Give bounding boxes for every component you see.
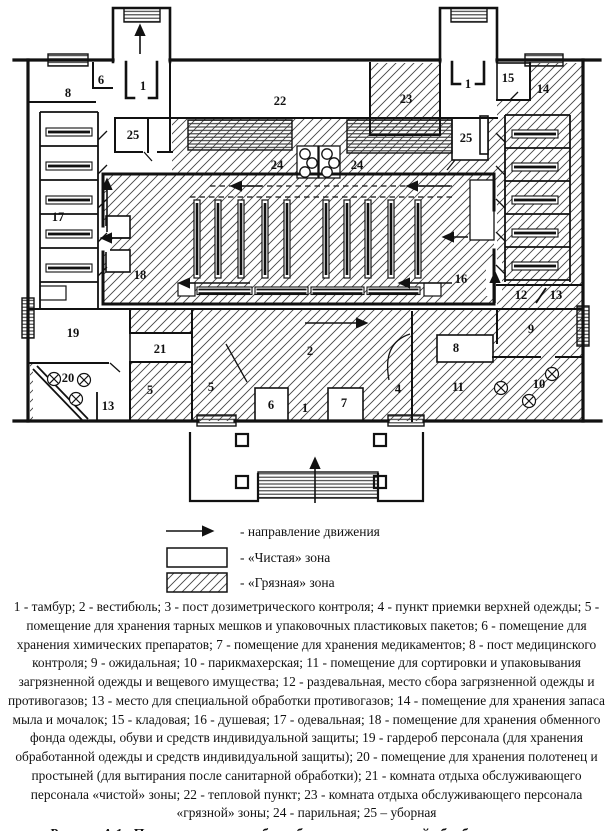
clean-zone-rooms — [30, 62, 531, 422]
room-label: 4 — [395, 382, 402, 396]
inner-walls — [27, 59, 584, 422]
legend-clean-label: - «Чистая» зона — [240, 550, 330, 565]
room-label: 5 — [208, 380, 214, 394]
floor-plan: 1 6 8 22 23 1 15 14 25 24 24 25 17 18 16… — [12, 6, 603, 593]
barber-room-fixtures — [493, 366, 560, 409]
room-label: 15 — [502, 71, 515, 85]
room-label: 24 — [351, 158, 364, 172]
room-label: 19 — [67, 326, 80, 340]
shower-partitions — [193, 199, 422, 279]
room-label: 8 — [453, 341, 459, 355]
room-label: 17 — [52, 210, 65, 224]
figure-caption-number: Рисунок А.1 — [49, 826, 122, 831]
room-label: 11 — [452, 380, 464, 394]
room-label: 16 — [455, 272, 468, 286]
shower-benches — [196, 286, 421, 296]
room-label: 1 — [302, 401, 308, 415]
door-leaf-marks — [97, 91, 519, 383]
clean-zone-swatch-icon — [166, 547, 228, 568]
room-label: 5 — [147, 383, 153, 397]
room-label: 20 — [62, 371, 75, 385]
legend-direction-label: - направление движения — [240, 524, 380, 539]
room-label: 2 — [307, 344, 313, 358]
legend-dirty-label: - «Грязная» зона — [240, 575, 335, 590]
corner-diagonal-wall — [32, 365, 98, 422]
room-label: 25 — [460, 131, 473, 145]
room-label: 1 — [140, 79, 146, 93]
legend: - направление движения - «Чистая» зона -… — [166, 524, 380, 593]
outer-walls — [12, 58, 603, 423]
room-label: 14 — [537, 82, 550, 96]
room-label: 8 — [65, 86, 71, 100]
fixture-marks — [46, 366, 560, 409]
figure-caption: Рисунок А.1 - Примерная схема работы бан… — [4, 826, 609, 831]
porch — [188, 432, 425, 503]
room-label: 6 — [268, 398, 274, 412]
room-list-text: 1 - тамбур; 2 - вестибюль; 3 - пост дози… — [8, 599, 605, 821]
room-label: 13 — [102, 399, 115, 413]
room-label: 9 — [528, 322, 534, 336]
towel-room-fixtures — [46, 371, 92, 407]
room-label: 23 — [400, 92, 413, 106]
room-label: 13 — [550, 288, 563, 302]
room-label: 18 — [134, 268, 147, 282]
room-label: 12 — [515, 288, 528, 302]
room-label: 1 — [465, 77, 471, 91]
room-label: 24 — [271, 158, 284, 172]
room-label: 25 — [127, 128, 140, 142]
room-label: 22 — [274, 94, 287, 108]
steps-and-platforms — [21, 7, 590, 499]
figure-caption-title: - Примерная схема работы бани при санита… — [122, 826, 564, 831]
dressing-benches — [45, 127, 559, 273]
movement-arrows — [99, 23, 501, 503]
stove-stones — [299, 148, 340, 178]
room-label: 21 — [154, 342, 167, 356]
room-label: 10 — [533, 377, 546, 391]
room-label: 7 — [341, 396, 347, 410]
room-label: 6 — [98, 73, 104, 87]
tambour-walls — [111, 6, 499, 100]
dirty-zone-swatch-icon — [166, 572, 228, 593]
cabin-walls — [39, 111, 571, 309]
